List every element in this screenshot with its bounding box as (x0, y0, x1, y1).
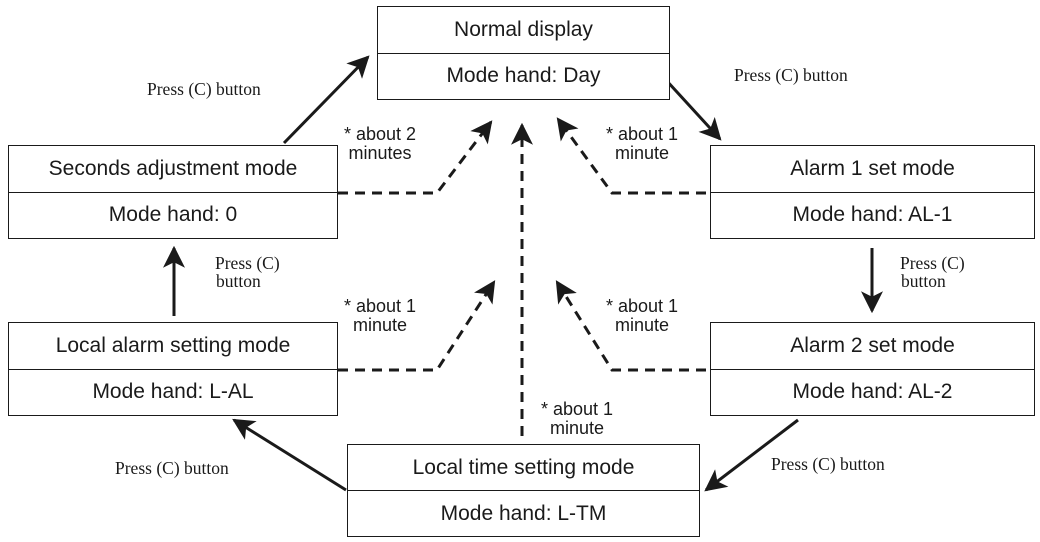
arrow-seconds-to-normal (282, 55, 370, 145)
label-line: * about 1 (606, 296, 679, 316)
timeout-label-alarm1: * about 1 minute (606, 125, 678, 163)
label-line: * about 1 (606, 124, 679, 144)
transition-label-localalarm-to-seconds: Press (C) button (215, 254, 280, 291)
arrow-localtime-to-localalarm (232, 418, 347, 492)
transition-label-seconds-to-normal: Press (C) button (147, 79, 261, 99)
timeout-label-alarm2: * about 1 minute (606, 297, 678, 335)
label-line: Press (C) (900, 253, 965, 273)
label-line: * about 2 (344, 124, 417, 144)
mode-box-alarm2: Alarm 2 set mode Mode hand: AL-2 (710, 322, 1035, 416)
mode-hand: Mode hand: AL-1 (711, 191, 1034, 239)
transition-label-alarm2-to-localtime: Press (C) button (771, 454, 885, 474)
label-line: minute (615, 142, 670, 163)
timeout-arrow-alarm2 (555, 280, 706, 372)
mode-box-local-time: Local time setting mode Mode hand: L-TM (347, 444, 700, 537)
mode-name: Alarm 1 set mode (790, 156, 955, 180)
mode-box-alarm1: Alarm 1 set mode Mode hand: AL-1 (710, 145, 1035, 239)
mode-hand: Mode hand: L-AL (9, 368, 337, 416)
mode-box-local-alarm: Local alarm setting mode Mode hand: L-AL (8, 322, 338, 416)
mode-name: Local alarm setting mode (55, 333, 291, 357)
label-line: minute (353, 314, 408, 335)
timeout-arrow-alarm1 (556, 117, 706, 195)
transition-label-alarm1-to-alarm2: Press (C) button (900, 254, 965, 291)
mode-name: Alarm 2 set mode (790, 333, 955, 357)
mode-hand: Mode hand: Day (378, 52, 669, 100)
mode-box-normal-display: Normal display Mode hand: Day (377, 6, 670, 100)
label-line: Press (C) (215, 253, 280, 273)
label-line: minute (615, 314, 670, 335)
label-line: minutes (348, 142, 412, 163)
label-line: * about 1 (541, 399, 614, 419)
mode-name: Seconds adjustment mode (48, 156, 298, 180)
label-line: button (216, 271, 261, 292)
mode-name: Local time setting mode (412, 455, 635, 479)
timeout-label-seconds: * about 2 minutes (344, 125, 416, 163)
mode-hand: Mode hand: 0 (9, 191, 337, 239)
mode-hand: Mode hand: AL-2 (711, 368, 1034, 416)
transition-label-normal-to-alarm1: Press (C) button (734, 65, 848, 85)
arrow-alarm2-to-localtime (704, 418, 799, 492)
transition-label-localtime-to-localalarm: Press (C) button (115, 458, 229, 478)
label-line: * about 1 (344, 296, 417, 316)
mode-hand: Mode hand: L-TM (348, 490, 699, 536)
mode-box-seconds-adjustment: Seconds adjustment mode Mode hand: 0 (8, 145, 338, 239)
timeout-label-localalarm: * about 1 minute (344, 297, 416, 335)
label-line: minute (550, 417, 605, 438)
mode-name: Normal display (454, 17, 593, 41)
label-line: button (901, 271, 946, 292)
timeout-arrow-seconds (338, 120, 493, 195)
timeout-label-localtime: * about 1 minute (541, 400, 613, 438)
